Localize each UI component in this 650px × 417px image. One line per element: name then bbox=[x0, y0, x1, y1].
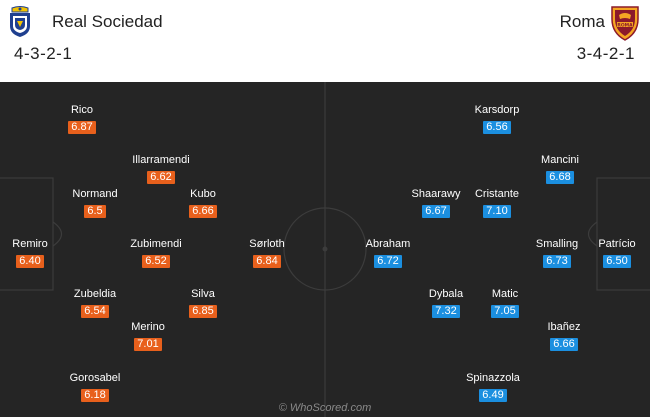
player-rating: 7.32 bbox=[432, 305, 460, 318]
player-name: Shaarawy bbox=[411, 188, 461, 200]
away-player[interactable]: Mancini 6.68 bbox=[515, 154, 605, 185]
away-player[interactable]: Ibañez 6.66 bbox=[519, 321, 609, 352]
home-player[interactable]: Illarramendi 6.62 bbox=[116, 154, 206, 185]
player-name: Abraham bbox=[365, 238, 411, 250]
player-name: Silva bbox=[191, 288, 215, 300]
away-player[interactable]: Matic 7.05 bbox=[460, 288, 550, 319]
away-formation: 3-4-2-1 bbox=[576, 44, 635, 63]
player-name: Matic bbox=[491, 288, 519, 300]
player-name: Illarramendi bbox=[132, 154, 190, 166]
whoscored-watermark: © WhoScored.com bbox=[278, 402, 372, 414]
home-team-name: Real Sociedad bbox=[52, 12, 163, 31]
player-rating: 7.10 bbox=[483, 205, 511, 218]
away-player[interactable]: Cristante 7.10 bbox=[452, 188, 542, 219]
away-player[interactable]: Spinazzola 6.49 bbox=[448, 372, 538, 403]
away-team-name: Roma bbox=[559, 12, 605, 31]
player-name: Zubimendi bbox=[130, 238, 182, 250]
player-name: Normand bbox=[72, 188, 118, 200]
player-rating: 6.85 bbox=[189, 305, 217, 318]
away-player[interactable]: Dybala 7.32 bbox=[401, 288, 491, 319]
pitch-markings bbox=[0, 82, 650, 417]
player-rating: 6.66 bbox=[550, 338, 578, 351]
player-rating: 6.52 bbox=[142, 255, 170, 268]
player-rating: 6.73 bbox=[543, 255, 571, 268]
roma-crest-icon: ROMA bbox=[611, 6, 639, 41]
player-name: Karsdorp bbox=[474, 104, 520, 116]
player-rating: 6.67 bbox=[422, 205, 450, 218]
player-name: Merino bbox=[131, 321, 165, 333]
player-name: Kubo bbox=[190, 188, 216, 200]
home-player[interactable]: Gorosabel 6.18 bbox=[50, 372, 140, 403]
match-header: Real Sociedad 4-3-2-1 Roma ROMA 3-4-2-1 bbox=[0, 0, 650, 82]
away-player[interactable]: Smalling 6.73 bbox=[512, 238, 602, 269]
away-player[interactable]: Karsdorp 6.56 bbox=[452, 104, 542, 135]
player-rating: 6.40 bbox=[16, 255, 44, 268]
player-name: Gorosabel bbox=[69, 372, 121, 384]
home-player[interactable]: Sørloth 6.84 bbox=[222, 238, 312, 269]
player-rating: 6.87 bbox=[68, 121, 96, 134]
player-rating: 6.56 bbox=[483, 121, 511, 134]
away-player[interactable]: Shaarawy 6.67 bbox=[391, 188, 481, 219]
home-formation: 4-3-2-1 bbox=[14, 44, 73, 63]
player-name: Mancini bbox=[541, 154, 579, 166]
player-name: Spinazzola bbox=[466, 372, 520, 384]
player-rating: 6.66 bbox=[189, 205, 217, 218]
home-player[interactable]: Merino 7.01 bbox=[103, 321, 193, 352]
player-name: Cristante bbox=[474, 188, 520, 200]
player-rating: 6.18 bbox=[81, 389, 109, 402]
player-rating: 6.84 bbox=[253, 255, 281, 268]
player-name: Ibañez bbox=[547, 321, 581, 333]
home-player[interactable]: Normand 6.5 bbox=[50, 188, 140, 219]
roma-crest-text: ROMA bbox=[617, 22, 633, 28]
player-rating: 6.72 bbox=[374, 255, 402, 268]
player-name: Smalling bbox=[535, 238, 579, 250]
player-name: Dybala bbox=[428, 288, 464, 300]
home-player[interactable]: Zubimendi 6.52 bbox=[111, 238, 201, 269]
player-rating: 6.62 bbox=[147, 171, 175, 184]
player-rating: 6.54 bbox=[81, 305, 109, 318]
home-player[interactable]: Remiro 6.40 bbox=[0, 238, 75, 269]
home-player[interactable]: Kubo 6.66 bbox=[158, 188, 248, 219]
home-player[interactable]: Silva 6.85 bbox=[158, 288, 248, 319]
home-player[interactable]: Zubeldia 6.54 bbox=[50, 288, 140, 319]
pitch bbox=[0, 82, 650, 417]
away-player[interactable]: Patrício 6.50 bbox=[572, 238, 650, 269]
player-rating: 6.5 bbox=[84, 205, 106, 218]
player-name: Patrício bbox=[598, 238, 636, 250]
player-name: Zubeldia bbox=[73, 288, 117, 300]
away-player[interactable]: Abraham 6.72 bbox=[343, 238, 433, 269]
player-rating: 6.50 bbox=[603, 255, 631, 268]
player-name: Rico bbox=[70, 104, 93, 116]
player-rating: 7.01 bbox=[134, 338, 162, 351]
player-rating: 6.49 bbox=[479, 389, 507, 402]
real-sociedad-crest-icon bbox=[10, 6, 30, 37]
player-name: Sørloth bbox=[249, 238, 285, 250]
player-name: Remiro bbox=[12, 238, 48, 250]
player-rating: 7.05 bbox=[491, 305, 519, 318]
home-player[interactable]: Rico 6.87 bbox=[37, 104, 127, 135]
player-rating: 6.68 bbox=[546, 171, 574, 184]
